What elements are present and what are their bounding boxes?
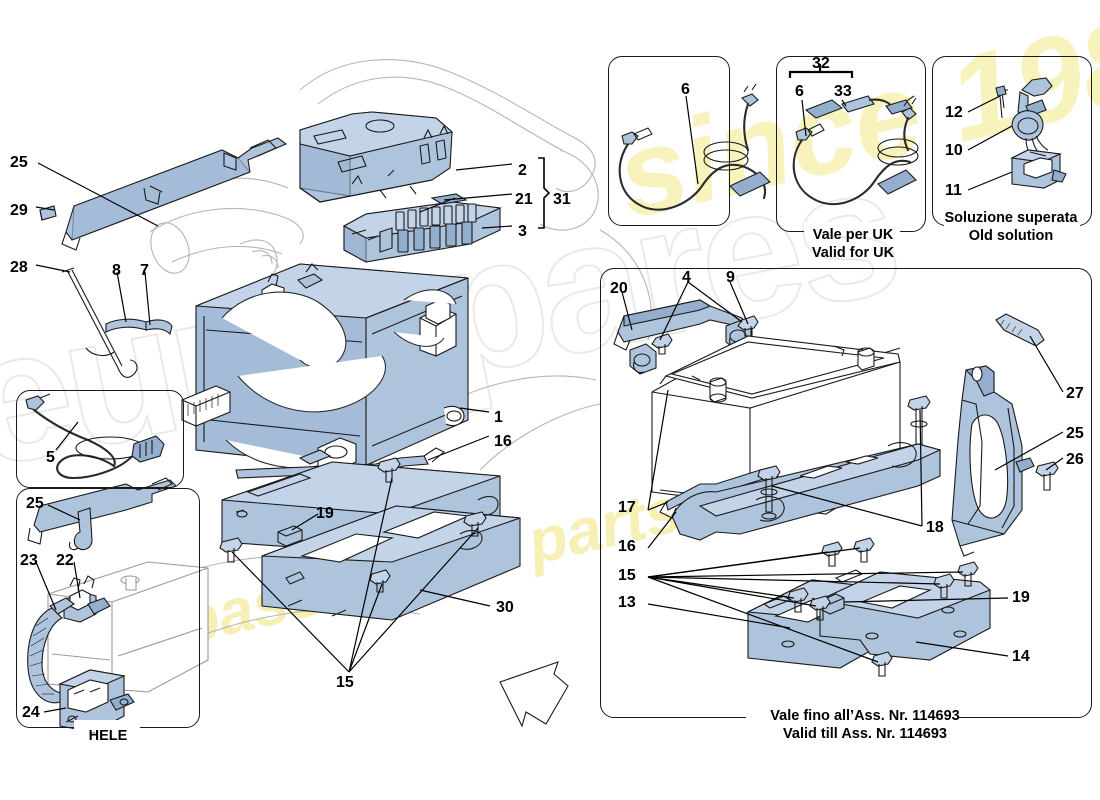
callout-14: 14 [1012,648,1030,665]
callout-10: 10 [945,142,963,159]
panel-hele-caption: HELE [88,728,128,744]
caption-gap-hele [74,720,140,732]
caption-line-english: Valid till Ass. Nr. 114693 [783,726,947,743]
callout-4: 4 [682,269,691,286]
callout-16-main: 16 [494,433,512,450]
callout-17: 17 [618,499,636,516]
part-7-8-hooks [85,318,173,357]
callout-3: 3 [518,223,527,240]
part-29-clip [39,205,57,221]
callout-15-main: 15 [336,674,354,691]
panel-cable5-art [25,393,165,480]
caption-line-italian: Vale per UK [812,227,894,243]
panel-charger-plain-art [618,83,771,211]
callout-31: 31 [553,191,571,208]
panel-charger-plain [608,56,730,226]
callout-9: 9 [726,269,735,286]
panel-old-solution-caption: Soluzione superata Old solution [930,209,1092,245]
callout-29: 29 [10,202,28,219]
caption-line-english: Old solution [968,228,1054,245]
callout-25-right: 25 [1066,425,1084,442]
callout-15-right: 15 [618,567,636,584]
callout-13: 13 [618,594,636,611]
caption-line-italian: Soluzione superata [944,210,1078,226]
callout-12: 12 [945,104,963,121]
panel-charger-uk-caption: Vale per UK Valid for UK [758,226,948,262]
callout-20: 20 [610,280,628,297]
caption-gap-old [944,216,1080,228]
part-1-battery-box [181,263,469,473]
callout-30: 30 [496,599,514,616]
panel-old-solution [932,56,1092,226]
panel-cable-5 [16,390,184,488]
callout-1: 1 [494,409,503,426]
callout-33: 33 [834,83,852,100]
callout-6-uk: 6 [795,83,804,100]
panel-hele [16,488,200,728]
callout-8: 8 [112,262,121,279]
part-25-upper-bracket [61,137,288,251]
callout-6-plain: 6 [681,81,690,98]
callout-25-hele: 25 [26,495,44,512]
panel-battery-support-caption: Vale fino all’Ass. Nr. 114693 Valid till… [700,707,1030,743]
callout-5: 5 [46,449,55,466]
callout-19-main: 19 [316,505,334,522]
part-30-battery-tray [219,457,521,621]
callout-32: 32 [812,55,830,72]
caption-gap-uk [804,222,900,234]
caption-gap-support [746,710,958,722]
part-2-ecu-cover [299,111,454,203]
callout-22: 22 [56,552,74,569]
callout-7: 7 [140,262,149,279]
part-3-fuse-box [342,193,502,263]
callout-24: 24 [22,704,40,721]
callout-28: 28 [10,259,28,276]
callout-2: 2 [518,162,527,179]
callout-25-main: 25 [10,154,28,171]
callout-11: 11 [945,182,962,199]
callout-19-right: 19 [1012,589,1030,606]
direction-arrow-icon [499,661,569,728]
callout-16-right: 16 [618,538,636,555]
callout-23: 23 [20,552,38,569]
callout-21: 21 [515,191,533,208]
callout-18: 18 [926,519,944,536]
callout-27: 27 [1066,385,1084,402]
callout-26: 26 [1066,451,1084,468]
caption-line-italian: Vale fino all’Ass. Nr. 114693 [770,708,960,724]
panel-charger-uk-art [792,95,919,206]
caption-line-english: Valid for UK [811,245,895,262]
